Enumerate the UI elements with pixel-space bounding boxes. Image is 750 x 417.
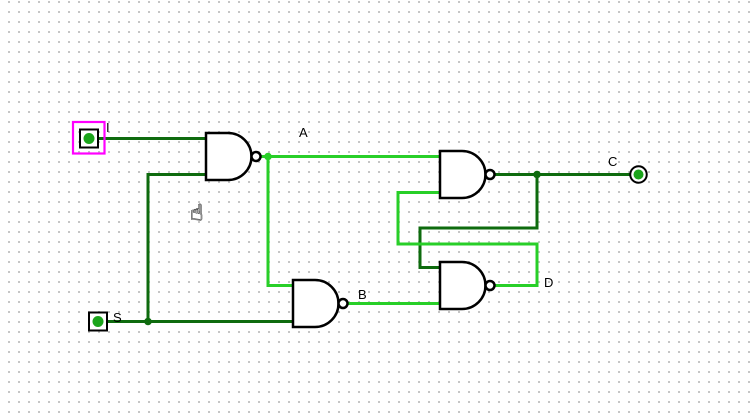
label-net-d: D [544,275,553,290]
label-input-s: S [113,310,122,325]
input-pin-s-value [92,316,104,327]
selection-rect [71,120,106,155]
pins [71,120,648,332]
wire-d-feedback-to-nand3[interactable] [396,191,539,287]
junction-dot-s [144,317,152,326]
nets-logic-low [98,137,630,323]
nand-gate-1-bubble[interactable] [250,150,262,163]
nand-gate-4-body[interactable] [438,260,487,311]
junction-dot-a [264,152,272,161]
junction-dot-c [533,170,541,179]
nand-gate-2-body[interactable] [291,278,340,329]
nand-gate-3-bubble[interactable] [484,168,496,181]
wire-a-branch-to-nand2[interactable] [266,156,293,287]
wire-s-branch-to-nand1[interactable] [146,173,206,322]
label-net-a: A [299,125,308,140]
gates [204,131,496,329]
label-net-b: B [358,287,367,302]
nand-gate-1-body[interactable] [204,131,253,182]
input-pin-i-value [83,133,95,144]
label-output-c: C [608,154,617,169]
wire-c-feedback-to-nand4[interactable] [418,174,539,269]
output-pin-c-value [633,169,644,180]
labels: I S A B C D [106,120,617,325]
nand-gate-3-body[interactable] [438,149,487,200]
nand-gate-4-bubble[interactable] [484,279,496,292]
nand-gate-2-bubble[interactable] [337,297,349,310]
hand-cursor-icon: ☝ [190,201,203,226]
nets-logic-high [261,155,539,305]
label-input-i: I [106,120,110,135]
